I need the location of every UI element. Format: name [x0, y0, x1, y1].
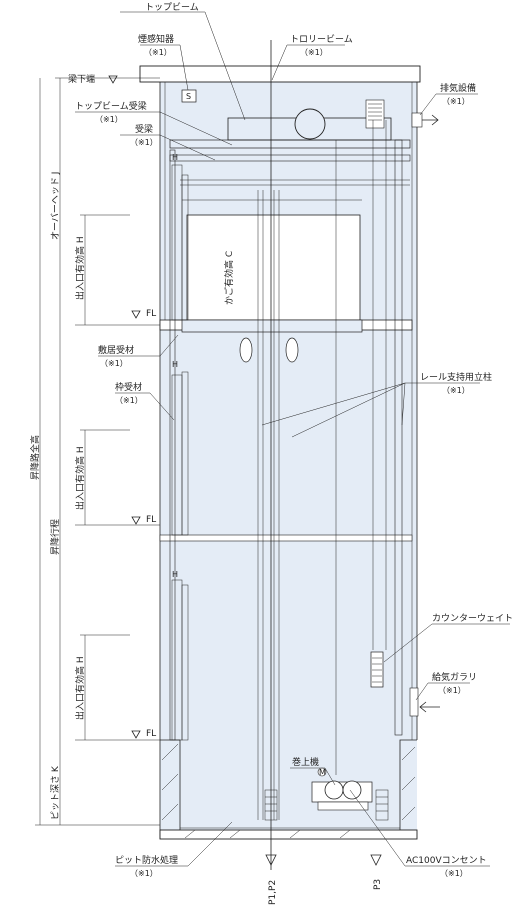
label-exhaust-note: （※1） [442, 97, 470, 106]
exhaust-arrow [422, 114, 439, 126]
label-frame-support-note: （※1） [115, 396, 143, 405]
rail-post [394, 139, 403, 736]
label-intake-note: （※1） [438, 686, 466, 695]
label-rail-post: レール支持用立柱 [420, 371, 492, 383]
label-hoist: 巻上機 [292, 756, 319, 768]
label-smoke-detector: 煙感知器 [138, 33, 174, 45]
leader-lines [75, 11, 510, 867]
pit-hatch [161, 743, 416, 839]
exhaust-unit [411, 112, 423, 128]
car-cabin [186, 214, 361, 321]
p1p2-marker [265, 854, 277, 866]
label-intake: 給気ガラリ [432, 671, 477, 683]
shaft-interior [160, 66, 417, 839]
label-pit-waterproof-note: （※1） [130, 869, 158, 878]
label-trolley-beam: トロリービーム [290, 34, 353, 45]
landing-doors [171, 164, 189, 741]
dimension-lines [35, 77, 160, 826]
label-rail-post-note: （※1） [442, 386, 470, 395]
label-trolley-beam-note: （※1） [300, 48, 328, 57]
label-smoke-detector-note: （※1） [144, 48, 172, 57]
label-door-height-2: 出入口有効高 H [74, 446, 86, 510]
h-mark-1: H [172, 153, 178, 162]
label-pit-waterproof: ピット防水処理 [115, 854, 178, 866]
label-p1p2: P1,P2 [268, 880, 278, 905]
floor-slab-2 [159, 534, 413, 542]
fl-markers [108, 75, 141, 739]
label-sill-support: 敷居受材 [98, 344, 134, 356]
label-outlet: AC100Vコンセント [406, 855, 487, 866]
counterweight [370, 651, 384, 688]
pit-floor [159, 829, 418, 840]
label-p3: P3 [373, 879, 383, 890]
label-overhead: オーバーヘッド J [50, 172, 61, 240]
label-car-height: かご有効高 C [223, 251, 235, 305]
hoist-machine [311, 767, 373, 811]
label-fl-3: FL [146, 729, 156, 739]
guide-rails [257, 120, 387, 820]
motor-mark: M [319, 768, 326, 777]
label-frame-support: 枠受材 [115, 381, 142, 393]
label-exhaust: 排気設備 [440, 82, 476, 94]
h-mark-2: H [172, 360, 178, 369]
p3-marker [370, 854, 382, 866]
label-pit-depth: ピット深さ K [50, 765, 61, 820]
label-top-beam-support-note: （※1） [95, 115, 123, 124]
h-mark-3: H [172, 570, 178, 579]
label-door-height-3: 出入口有効高 H [74, 656, 86, 720]
label-fl-1: FL [146, 309, 156, 319]
label-support-beam: 受梁 [135, 123, 153, 135]
intake-arrow [419, 701, 440, 713]
label-top-beam-support: トップビーム受梁 [75, 100, 147, 112]
sheave-top [294, 108, 326, 140]
rope-hitch-top [365, 99, 385, 129]
label-door-height-1: 出入口有効高 H [74, 236, 86, 300]
ceiling-slab [139, 65, 421, 83]
label-outlet-note: （※1） [440, 869, 468, 878]
label-sill-support-note: （※1） [100, 359, 128, 368]
pit-buffers [264, 789, 389, 821]
label-support-beam-note: （※1） [130, 138, 158, 147]
smoke-detector-box [181, 89, 197, 103]
label-counterweight: カウンターウェイト [432, 613, 513, 624]
label-travel: 昇降行程 [49, 519, 61, 555]
label-fl-2: FL [146, 515, 156, 525]
label-top-beam: トップビーム [145, 2, 199, 13]
smoke-detector-mark: S [186, 92, 191, 101]
label-shaft-total-height: 昇降路全高 [29, 435, 41, 480]
support-beam [169, 139, 411, 149]
label-beam-bottom: 梁下端 [68, 73, 95, 85]
intake-louver [409, 687, 419, 717]
